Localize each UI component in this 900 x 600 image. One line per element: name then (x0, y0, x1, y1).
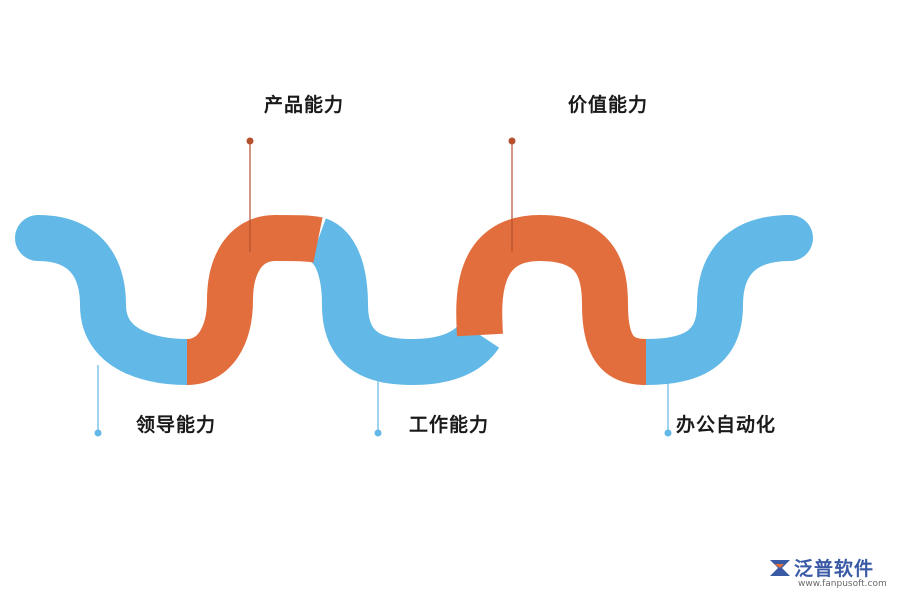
wave-segment-5 (623, 215, 813, 385)
wave-segment-3 (307, 218, 500, 386)
label-office: 办公自动化 (676, 414, 777, 436)
label-leadership: 领导能力 (136, 414, 217, 436)
wave-segment-4 (456, 214, 648, 385)
product-stem-dot (246, 137, 254, 145)
office-stem-dot (664, 429, 672, 437)
logo-brand-text: 泛普软件 (794, 558, 875, 580)
leadership-stem-dot (94, 429, 102, 437)
logo-mark-icon (770, 560, 790, 576)
wave-segment-2 (184, 214, 323, 385)
work-stem-dot (374, 429, 382, 437)
value-stem-dot (508, 137, 516, 145)
label-product: 产品能力 (264, 94, 345, 116)
wave-segment-1 (15, 215, 210, 385)
logo-url-text: www.fanpusoft.com (798, 579, 887, 589)
label-work: 工作能力 (409, 414, 490, 436)
label-value: 价值能力 (568, 94, 649, 116)
brand-logo: 泛普软件 www.fanpusoft.com (768, 552, 893, 596)
